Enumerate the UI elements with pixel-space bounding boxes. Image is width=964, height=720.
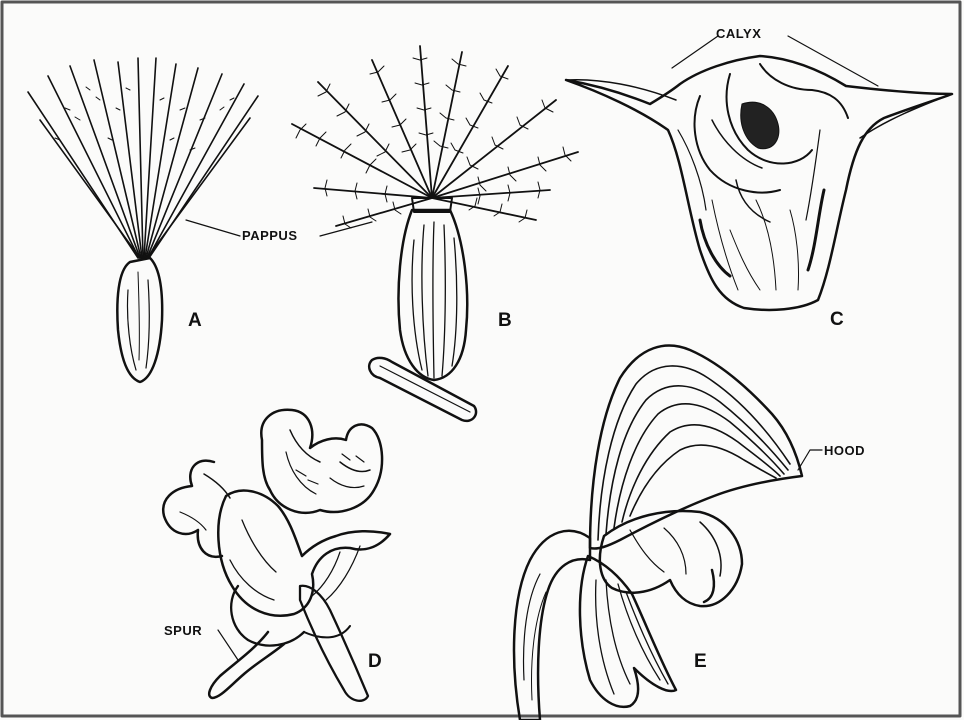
hood-leader-line xyxy=(798,450,822,470)
hood-label: HOOD xyxy=(824,444,865,457)
winged-calyx-fruit-icon xyxy=(566,56,952,310)
figure-letter-c: C xyxy=(830,310,844,329)
dandelion-seed-icon xyxy=(28,58,258,382)
spur-leader-line xyxy=(218,630,238,660)
hooded-flower-icon xyxy=(514,346,802,720)
pappus-label: PAPPUS xyxy=(242,229,298,242)
feathery-pappus-seed-icon xyxy=(292,46,578,421)
spur-label: SPUR xyxy=(164,624,202,637)
spurred-flower-icon xyxy=(163,410,390,701)
figure-letter-e: E xyxy=(694,652,707,671)
figure-letter-a: A xyxy=(188,311,202,330)
figure-letter-b: B xyxy=(498,311,512,330)
calyx-label: CALYX xyxy=(716,27,761,40)
figure-letter-d: D xyxy=(368,652,382,671)
